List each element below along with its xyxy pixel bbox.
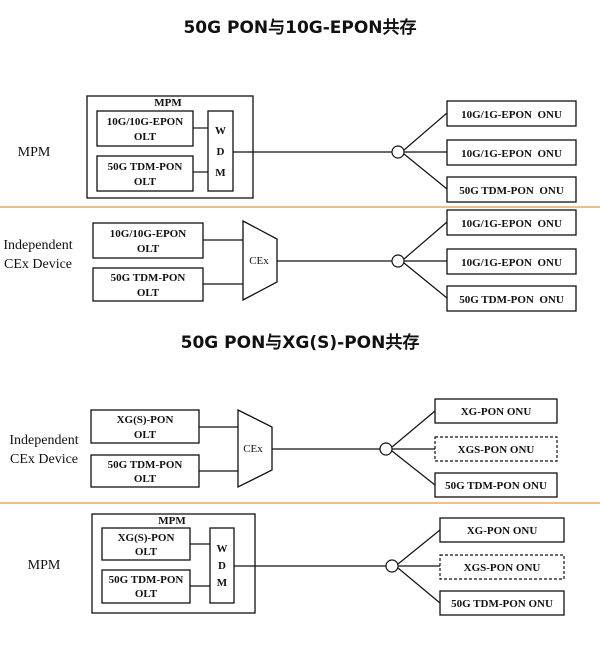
s2-cex-olt2-line1: 50G TDM-PON xyxy=(108,459,183,471)
s2-mpm-onu-3-box xyxy=(439,590,565,616)
s2-cex-drop-1 xyxy=(391,410,436,448)
s1-mpm-module-box xyxy=(86,95,254,199)
s1-cex-olt1-line1: 10G/10G-EPON xyxy=(110,228,186,240)
s2-cex-olt1-line2: OLT xyxy=(134,429,157,441)
s1-mpm-module-label: MPM xyxy=(154,97,182,109)
s1-mpm-onu-3-box xyxy=(446,176,577,203)
s2-mpm-module-label: MPM xyxy=(158,515,186,527)
s2-cex-onu-3-label: 50G TDM-PON ONU xyxy=(445,480,547,492)
s1-cex-row-label-line1: Independent xyxy=(3,238,72,253)
s2-cex-onu-1-box xyxy=(434,398,558,424)
s1-cex-onu-2-label: 10G/1G-EPON ONU xyxy=(461,257,562,269)
s1-mpm-row: MPM MPM 10G/10G-EPON OLT 50G TDM-PON OLT… xyxy=(18,95,577,203)
s2-cex-row-label-line1: Independent xyxy=(9,433,78,448)
s2-cex-onu-2-box xyxy=(434,436,558,462)
s1-cex-combiner xyxy=(242,219,278,302)
s1-cex-olt2-line2: OLT xyxy=(137,287,160,299)
s2-cex-row-label-line2: CEx Device xyxy=(10,452,78,467)
s1-mpm-olt2-box xyxy=(96,155,194,192)
s1-cex-olt2-line1: 50G TDM-PON xyxy=(111,272,186,284)
s2-mpm-olt1-line2: OLT xyxy=(135,546,158,558)
s2-mpm-splitter xyxy=(385,559,399,573)
s1-mpm-onu-2-box xyxy=(446,139,577,166)
s1-mpm-olt1-line1: 10G/10G-EPON xyxy=(107,116,183,128)
s1-cex-label: CEx xyxy=(249,255,269,267)
s1-mpm-olt1-box xyxy=(96,110,194,147)
s1-mpm-onu-1-label: 10G/1G-EPON ONU xyxy=(461,109,562,121)
s2-mpm-onu-2-box xyxy=(439,554,565,580)
s1-cex-olt1-box xyxy=(92,222,204,259)
s2-cex-olt2-box xyxy=(90,454,200,488)
s2-mpm-drop-1 xyxy=(397,529,441,565)
s2-cex-label: CEx xyxy=(243,443,263,455)
s1-mpm-onu-3-label: 50G TDM-PON ONU xyxy=(459,185,564,197)
s2-mpm-onu-1-label: XG-PON ONU xyxy=(467,525,538,537)
s2-cex-olt1-line1: XG(S)-PON xyxy=(117,414,174,426)
s2-mpm-olt2-line2: OLT xyxy=(135,588,158,600)
s1-cex-onu-3-label: 50G TDM-PON ONU xyxy=(459,294,564,306)
s1-cex-drop-1 xyxy=(403,221,448,260)
s1-cex-row: Independent CEx Device 10G/10G-EPON OLT … xyxy=(3,209,577,312)
s2-cex-onu-2-label: XGS-PON ONU xyxy=(458,444,535,456)
s1-mpm-drop-3 xyxy=(403,153,448,190)
s2-mpm-onu-1-box xyxy=(439,517,565,543)
s1-wdm-letter-d: D xyxy=(217,146,225,158)
s1-mpm-splitter xyxy=(391,145,405,159)
s1-cex-olt1-line2: OLT xyxy=(137,243,160,255)
s1-mpm-olt2-line2: OLT xyxy=(134,176,157,188)
section2-title: 50G PON与XG(S)-PON共存 xyxy=(181,332,420,353)
s2-mpm-olt2-line1: 50G TDM-PON xyxy=(109,574,184,586)
s1-mpm-onu-1-box xyxy=(446,100,577,127)
s2-cex-combiner xyxy=(237,408,273,489)
section1-title: 50G PON与10G-EPON共存 xyxy=(183,17,416,38)
s2-mpm-onu-2-label: XGS-PON ONU xyxy=(464,562,541,574)
s1-cex-row-label-line2: CEx Device xyxy=(4,257,72,272)
s1-wdm-letter-w: W xyxy=(215,125,226,137)
s2-cex-splitter xyxy=(379,442,393,456)
s2-cex-onu-3-box xyxy=(434,472,558,498)
s2-mpm-drop-3 xyxy=(397,567,441,604)
s2-mpm-olt2-box xyxy=(101,569,191,604)
s1-mpm-onu-2-label: 10G/1G-EPON ONU xyxy=(461,148,562,160)
s1-cex-onu-1-label: 10G/1G-EPON ONU xyxy=(461,218,562,230)
s1-mpm-olt2-line1: 50G TDM-PON xyxy=(108,161,183,173)
s1-mpm-drop-1 xyxy=(403,112,448,151)
s2-cex-row: Independent CEx Device XG(S)-PON OLT 50G… xyxy=(9,398,558,498)
s1-wdm-letter-m: M xyxy=(215,167,226,179)
s2-mpm-row: MPM MPM XG(S)-PON OLT 50G TDM-PON OLT W … xyxy=(28,513,565,616)
s2-mpm-olt1-line1: XG(S)-PON xyxy=(118,532,175,544)
s1-cex-drop-3 xyxy=(403,262,448,299)
s1-cex-onu-3-box xyxy=(446,285,577,312)
s2-cex-onu-1-label: XG-PON ONU xyxy=(461,406,532,418)
s1-cex-olt2-box xyxy=(92,267,204,302)
s2-mpm-onu-3-label: 50G TDM-PON ONU xyxy=(451,598,553,610)
s2-wdm-letter-d: D xyxy=(218,560,226,572)
s2-cex-drop-3 xyxy=(391,450,436,486)
s1-cex-onu-2-box xyxy=(446,248,577,275)
s2-cex-olt2-line2: OLT xyxy=(134,473,157,485)
s1-mpm-row-label: MPM xyxy=(18,145,51,160)
s2-mpm-olt1-box xyxy=(101,527,191,561)
s2-wdm-letter-m: M xyxy=(217,577,228,589)
s1-mpm-olt1-line2: OLT xyxy=(134,131,157,143)
s1-cex-onu-1-box xyxy=(446,209,577,236)
s2-wdm-box xyxy=(209,527,235,604)
s1-cex-splitter xyxy=(391,254,405,268)
s1-wdm-box xyxy=(207,110,234,192)
s2-mpm-module-box xyxy=(91,513,256,614)
s2-mpm-row-label: MPM xyxy=(28,558,61,573)
s2-wdm-letter-w: W xyxy=(217,543,228,555)
